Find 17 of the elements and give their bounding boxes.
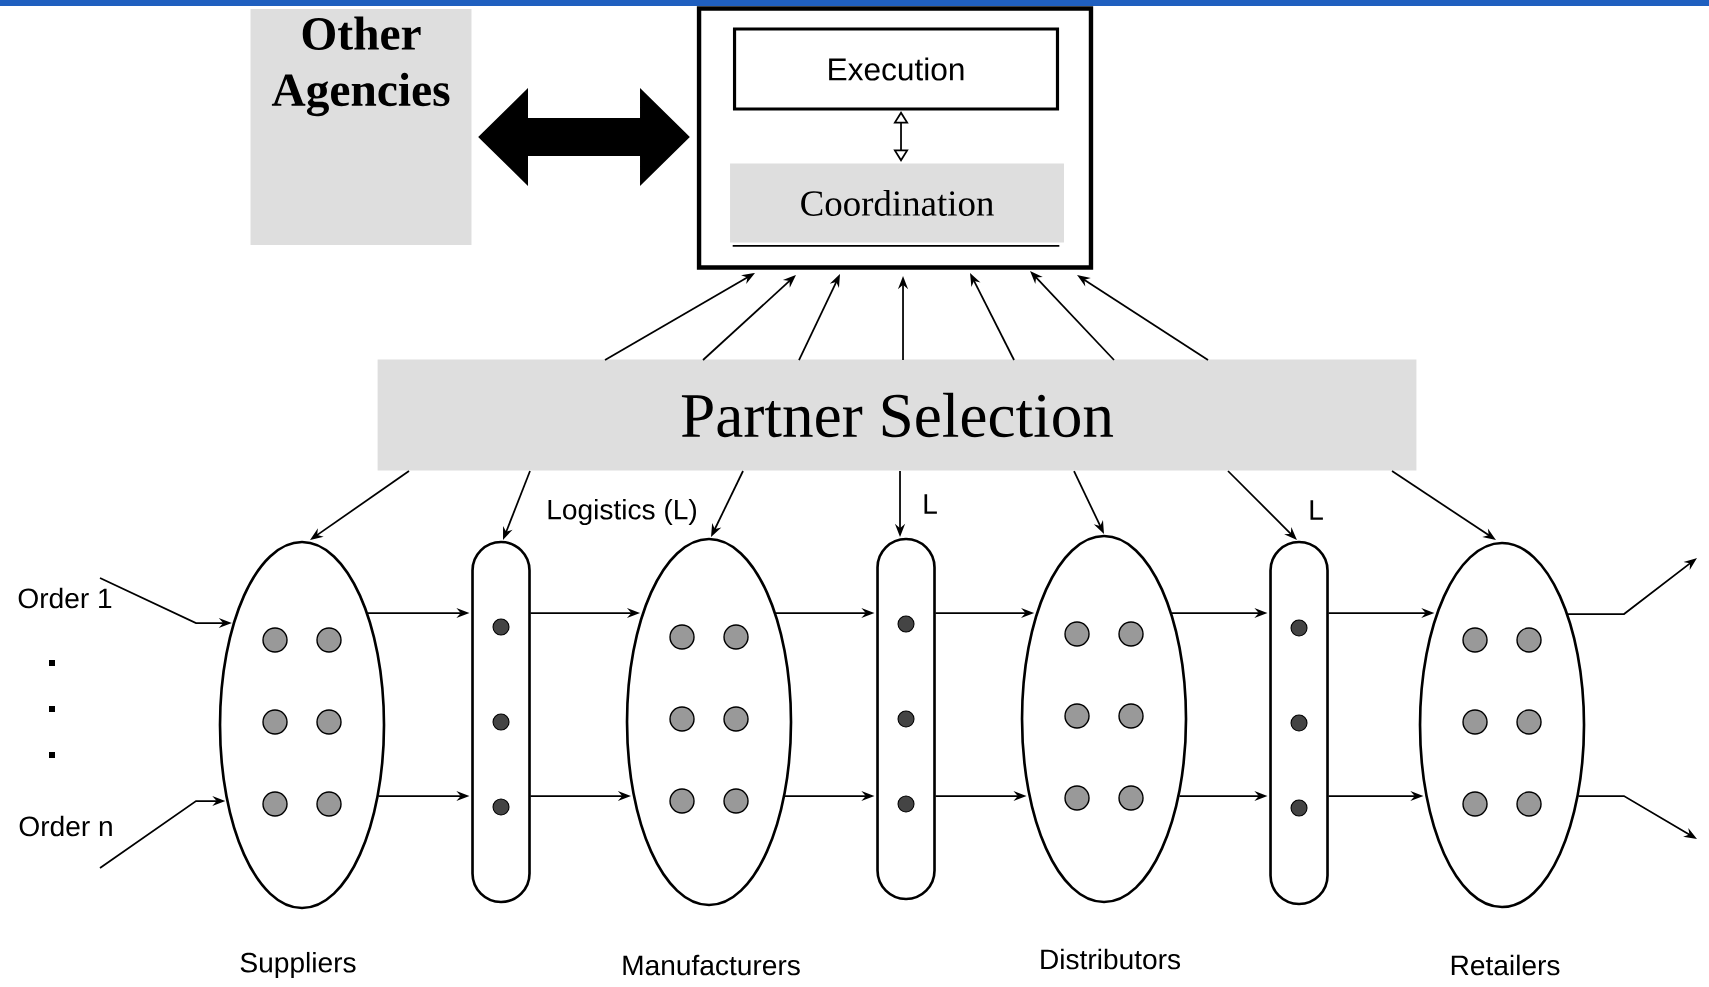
group-label: Distributors [1041,948,1181,970]
group-label: Suppliers [240,951,356,979]
process-box: Execution [732,27,1060,111]
process-box: Coordination [730,163,1064,247]
double-arrow [893,111,909,162]
arrow [1227,470,1297,540]
group-label: Manufacturers [623,954,800,976]
order-label: Order 1 [18,587,112,609]
group-label: Retailers [1451,954,1560,976]
arrow [1030,271,1115,361]
order-label: Order n [19,815,112,837]
agency-box: Other Agencies [250,9,472,245]
logistics-label: L [924,494,937,514]
arrow [702,275,796,361]
banner-box: Partner Selection [377,359,1417,471]
logistics-label: Logistics (L) [548,498,696,526]
logistics-label: L [1310,500,1323,520]
